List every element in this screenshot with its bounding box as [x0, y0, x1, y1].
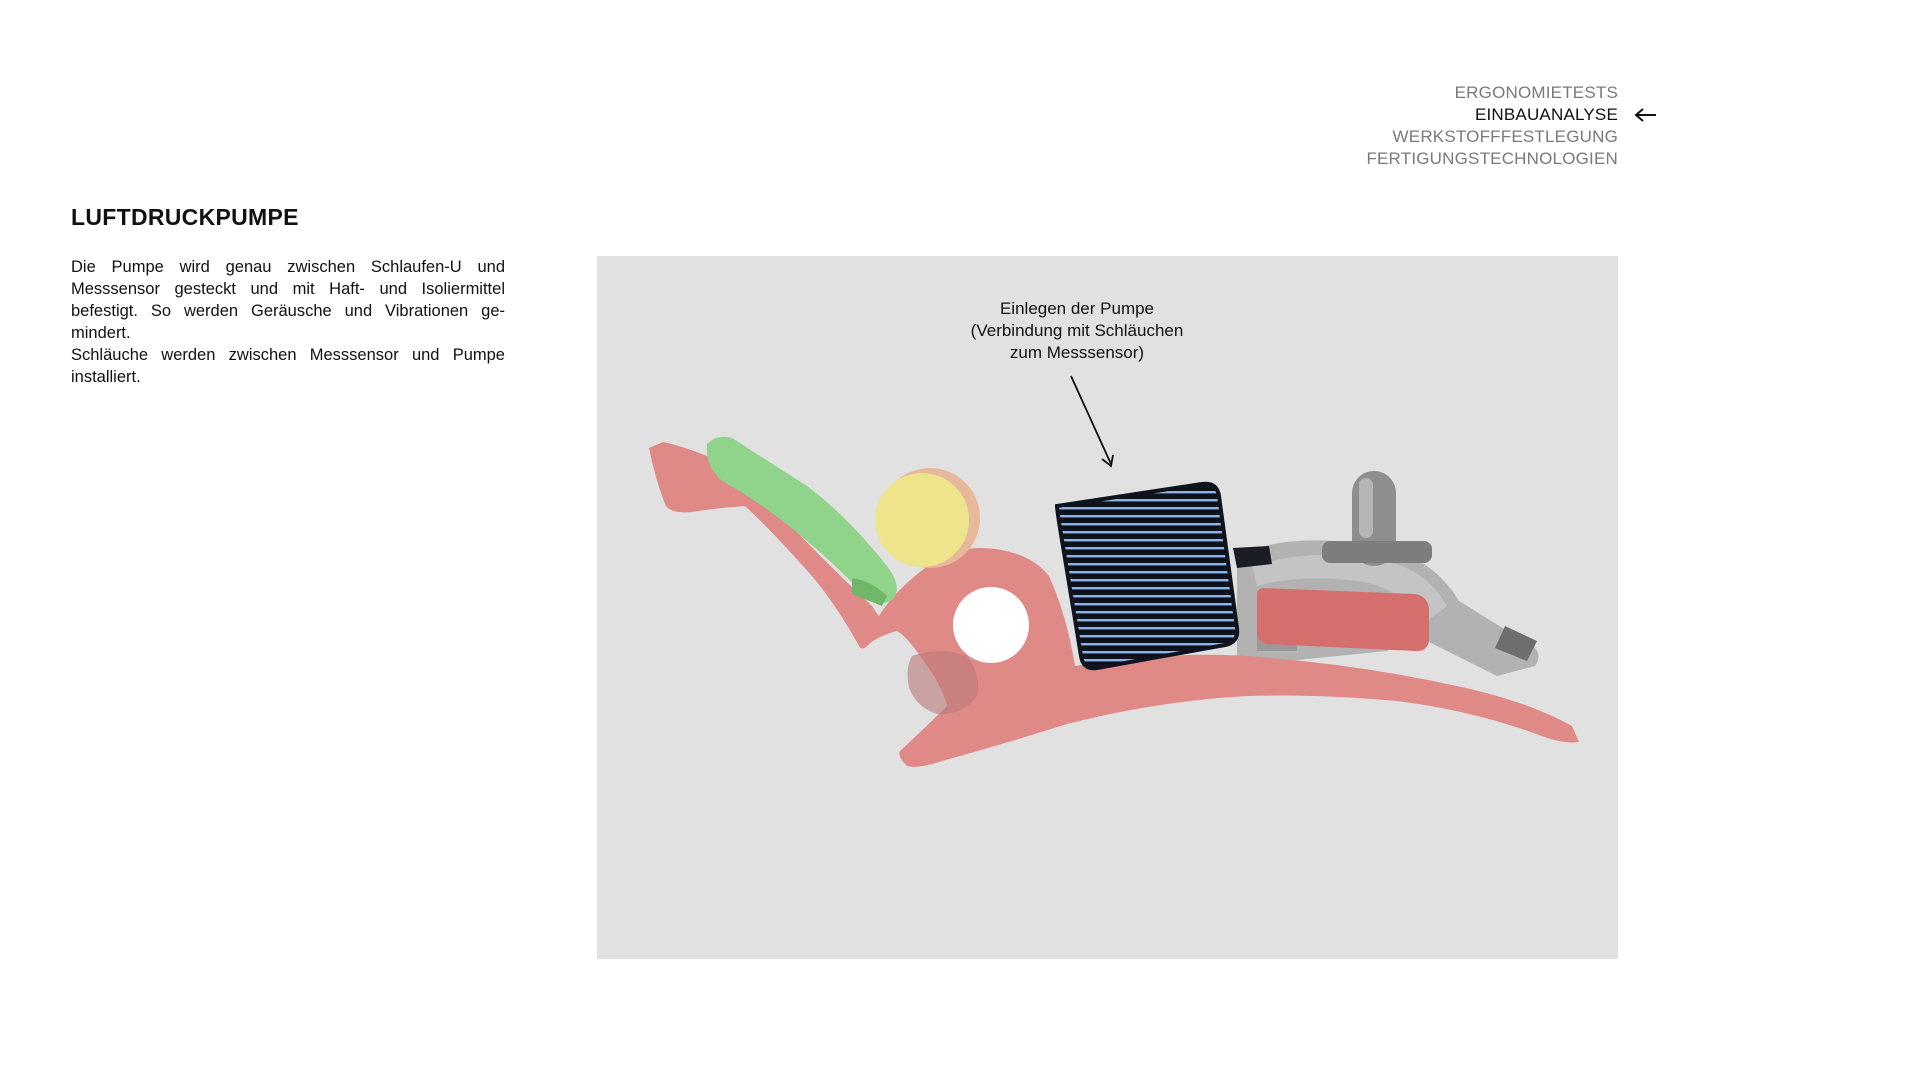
section-nav: ERGONOMIETESTS EINBAUANALYSE WERKSTOFFFE…: [1366, 82, 1656, 170]
page-title: LUFTDRUCKPUMPE: [71, 204, 299, 230]
arrow-left-icon: [1634, 108, 1656, 122]
annotation-line-1: Einlegen der Pumpe: [999, 299, 1155, 318]
pump-annotation: Einlegen der Pumpe (Verbindung mit Schlä…: [927, 298, 1227, 364]
assembly-illustration: Einlegen der Pumpe (Verbindung mit Schlä…: [597, 256, 1618, 959]
annotation-arrow: [1070, 375, 1114, 468]
description-text: Die Pumpe wird genau zwischen Schlaufen-…: [71, 256, 505, 388]
nav-item-einbauanalyse[interactable]: EINBAUANALYSE: [1366, 104, 1656, 126]
nav-item-ergonomietests[interactable]: ERGONOMIETESTS: [1454, 83, 1618, 102]
measurement-sensor: [706, 436, 897, 606]
assembly-drawing: [649, 375, 1579, 767]
annotation-line-2: (Verbindung mit Schläuchen: [970, 321, 1184, 340]
nav-item-label: EINBAUANALYSE: [1474, 105, 1618, 124]
nav-item-werkstofffestlegung[interactable]: WERKSTOFFFESTLEGUNG: [1392, 127, 1618, 146]
yellow-knob: [875, 468, 980, 568]
frame-u-loop: [649, 442, 1579, 767]
description-paragraph-1: Die Pumpe wird genau zwischen Schlaufen-…: [71, 258, 505, 342]
description-paragraph-2: Schläuche werden zwischen Messsensor und…: [71, 346, 505, 386]
nav-item-fertigungstechnologien[interactable]: FERTIGUNGSTECHNOLOGIEN: [1366, 149, 1618, 168]
air-pump: [1054, 481, 1272, 671]
annotation-line-3: zum Messsensor): [1009, 343, 1145, 362]
